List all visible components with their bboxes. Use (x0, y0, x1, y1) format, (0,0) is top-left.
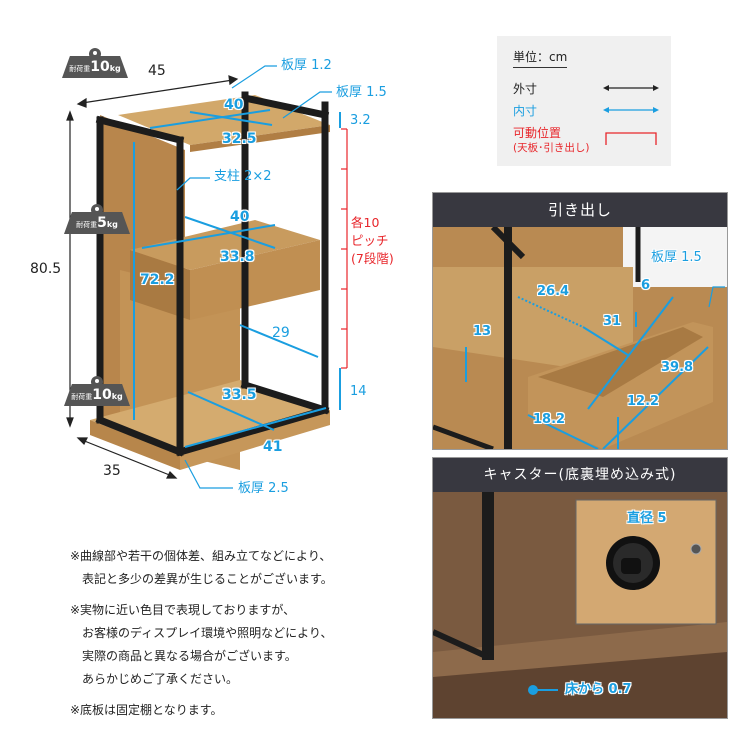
drawer-opening-depth-label: 26.4 (537, 284, 570, 299)
outer-dim-arrow-icon (603, 85, 659, 91)
drawer-outer-height-label: 13 (473, 324, 492, 339)
pillar-size-label: 支柱 2×2 (214, 169, 272, 184)
caster-illustration (433, 492, 727, 718)
top-shelf-width-label: 40 (224, 97, 244, 113)
unit-label: 単位：cm (513, 48, 568, 68)
movable-label: 可動位置 (513, 126, 562, 140)
drawer-panel-title: 引き出し (433, 193, 727, 227)
shelf-illustration (66, 65, 348, 489)
outer-dim-label: 外寸 (513, 82, 538, 96)
drawer-unit-width-label: 40 (230, 209, 250, 225)
drawer-photo: 板厚 1.5 6 26.4 31 13 39.8 12.2 18.2 (433, 227, 727, 449)
note-2: ※実物に近い色目で表現しておりますが、 お客様のディスプレイ環境や照明などにより… (70, 603, 333, 686)
pitch-label: 各10 ピッチ (7段階) (351, 215, 394, 266)
inner-dim-label: 内寸 (513, 104, 538, 118)
floor-clearance-label: 床から 0.7 (565, 682, 632, 697)
movable-bracket-icon (605, 132, 657, 145)
drawer-inner-width-label: 31 (603, 314, 622, 329)
top-gap-label: 3.2 (350, 113, 371, 128)
outer-width-label: 45 (148, 63, 166, 79)
load-capacity-top-badge: 耐荷重10kg (62, 48, 128, 78)
disclaimer-notes: ※曲線部や若干の個体差、組み立てなどにより、 表記と多少の差異が生じることがござ… (70, 545, 333, 722)
caster-diameter-label: 直径 5 (627, 511, 667, 526)
movable-sub-label: (天板･引き出し) (513, 142, 590, 154)
drawer-board-thickness-label: 板厚 1.5 (651, 250, 702, 265)
legend-box: 単位：cm 外寸 内寸 可動位置 (天板･引き出し) (497, 36, 671, 166)
inner-dim-arrow-icon (603, 107, 659, 113)
bottom-shelf-depth-label: 33.5 (222, 387, 257, 403)
outer-height-label: 80.5 (30, 261, 62, 277)
drawer-front-height-label: 12.2 (627, 394, 660, 409)
shelf-board-thickness-label: 板厚 1.5 (336, 85, 387, 100)
drawer-illustration (433, 227, 727, 449)
bottom-board-thickness-label: 板厚 2.5 (238, 481, 289, 496)
bottom-gap-label: 14 (350, 384, 367, 399)
drawer-detail-panel: 引き出し 板厚 1.5 6 26.4 (432, 192, 728, 450)
drawer-unit-depth-label: 33.8 (220, 249, 255, 265)
load-capacity-drawer-badge: 耐荷重5kg (64, 204, 130, 234)
caster-panel-title: キャスター(底裏埋め込み式) (433, 458, 727, 492)
note-3: ※底板は固定棚となります。 (70, 703, 223, 717)
note-1: ※曲線部や若干の個体差、組み立てなどにより、 表記と多少の差異が生じることがござ… (70, 549, 333, 586)
outer-depth-label: 35 (103, 463, 121, 479)
caster-photo: 直径 5 床から 0.7 (433, 492, 727, 718)
drawer-outer-width-label: 39.8 (661, 360, 694, 375)
drawer-side-label: 18.2 (533, 412, 566, 427)
load-capacity-bottom-badge: 耐荷重10kg (64, 376, 130, 406)
drawer-inner-height-label: 6 (641, 278, 651, 293)
bottom-shelf-width-label: 41 (263, 439, 283, 455)
side-depth-label: 29 (272, 325, 290, 341)
top-shelf-depth-label: 32.5 (222, 131, 257, 147)
caster-detail-panel: キャスター(底裏埋め込み式) 直径 5 床から 0.7 (432, 457, 728, 719)
top-board-thickness-label: 板厚 1.2 (281, 58, 332, 73)
inner-height-label: 72.2 (140, 272, 175, 288)
